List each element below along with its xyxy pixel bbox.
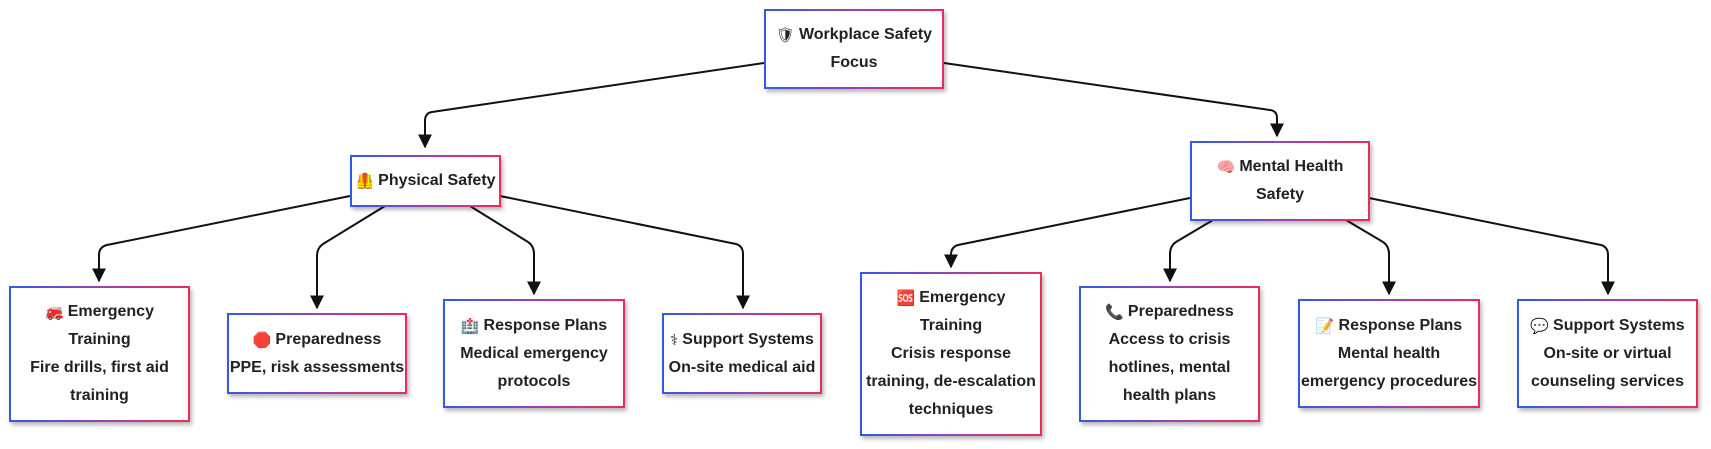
brain-icon: 🧠: [1216, 158, 1236, 176]
mental-preparedness-desc-2: hotlines, mental: [1108, 359, 1231, 376]
shield-icon: 🛡: [775, 26, 795, 44]
node-physical-response-plans: 🏥 Response Plans Medical emergency proto…: [443, 299, 625, 408]
mental-response-desc-2: emergency procedures: [1300, 372, 1478, 390]
physical-emergency-title-1: Emergency: [67, 303, 154, 320]
node-mental-preparedness: 📞 Preparedness Access to crisis hotlines…: [1079, 286, 1260, 422]
node-mental-emergency-training: 🆘 Emergency Training Crisis response tra…: [860, 272, 1042, 436]
mental-emergency-title-2: Training: [919, 317, 983, 334]
stop-sign-icon: 🛑: [252, 330, 272, 349]
memo-icon: 📝: [1315, 316, 1335, 335]
edge-physical-emergency: [92, 195, 351, 283]
node-physical-safety: 🦺 Physical Safety: [350, 155, 501, 207]
node-mental-health-safety: 🧠 Mental Health Safety: [1190, 141, 1370, 221]
mental-support-title: Support Systems: [1553, 316, 1685, 334]
edge-root-physical: [418, 62, 765, 149]
root-node-workplace-safety: 🛡 Workplace Safety Focus: [764, 9, 944, 89]
root-title-line-1: Workplace Safety: [798, 26, 933, 43]
physical-emergency-desc-2: training: [70, 387, 129, 404]
physical-response-title: Response Plans: [483, 316, 608, 334]
mental-support-desc-1: On-site or virtual: [1543, 344, 1672, 362]
medical-symbol-icon: ⚕: [670, 330, 679, 349]
physical-response-desc-1: Medical emergency: [460, 344, 608, 362]
mental-response-desc-1: Mental health: [1337, 344, 1441, 362]
node-physical-preparedness: 🛑 Preparedness PPE, risk assessments: [227, 313, 407, 394]
mental-emergency-title-1: Emergency: [919, 289, 1006, 306]
edge-mental-preparedness: [1163, 219, 1214, 283]
physical-safety-title: Physical Safety: [378, 172, 496, 189]
physical-emergency-desc-1: Fire drills, first aid: [30, 359, 169, 376]
mental-response-title: Response Plans: [1338, 316, 1463, 334]
mental-emergency-desc-3: techniques: [908, 401, 994, 418]
safety-vest-icon: 🦺: [355, 172, 375, 190]
edge-mental-response: [1345, 219, 1396, 296]
physical-response-desc-2: protocols: [497, 372, 571, 390]
mental-health-title-line-2: Safety: [1255, 186, 1305, 203]
node-physical-support-systems: ⚕ Support Systems On-site medical aid: [662, 313, 822, 394]
physical-emergency-title-2: Training: [68, 331, 131, 348]
mental-emergency-desc-1: Crisis response: [890, 345, 1012, 362]
mental-preparedness-title: Preparedness: [1127, 303, 1234, 320]
physical-support-title: Support Systems: [682, 330, 814, 348]
node-mental-support-systems: 💬 Support Systems On-site or virtual cou…: [1517, 299, 1698, 408]
edge-physical-preparedness: [310, 205, 386, 310]
root-title-line-2: Focus: [830, 54, 878, 71]
speech-bubble-icon: 💬: [1530, 316, 1550, 335]
fire-engine-icon: 🚒: [45, 303, 64, 321]
physical-preparedness-desc: PPE, risk assessments: [229, 358, 405, 376]
physical-preparedness-title: Preparedness: [275, 330, 382, 348]
edge-mental-emergency: [944, 197, 1191, 269]
edge-mental-support: [1368, 197, 1615, 296]
edge-physical-response: [469, 205, 541, 296]
physical-support-desc: On-site medical aid: [668, 358, 816, 376]
node-mental-response-plans: 📝 Response Plans Mental health emergency…: [1298, 299, 1480, 408]
edge-physical-support: [499, 195, 750, 310]
mental-emergency-desc-2: training, de-escalation: [866, 373, 1036, 390]
mental-preparedness-desc-1: Access to crisis: [1108, 331, 1231, 348]
node-physical-emergency-training: 🚒 Emergency Training Fire drills, first …: [9, 286, 190, 422]
sos-icon: 🆘: [896, 289, 916, 307]
mental-support-desc-2: counseling services: [1531, 372, 1684, 390]
telephone-icon: 📞: [1105, 303, 1124, 321]
mental-health-title-line-1: Mental Health: [1239, 158, 1344, 175]
hospital-icon: 🏥: [460, 316, 480, 335]
edge-root-mental: [943, 62, 1284, 138]
mental-preparedness-desc-3: health plans: [1122, 387, 1217, 404]
